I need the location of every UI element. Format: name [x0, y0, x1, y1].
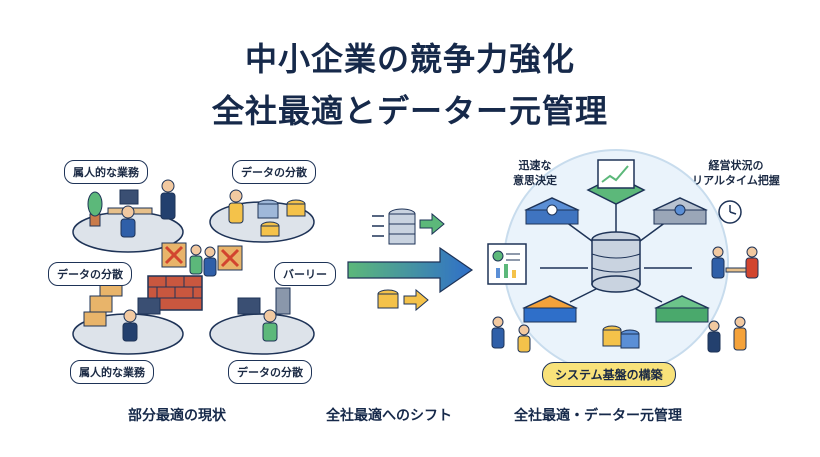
- report-icon: [487, 243, 527, 285]
- label-siloed-work-top: 属人的な業務: [64, 160, 148, 184]
- label-data-scattered-mid: データの分散: [48, 262, 132, 286]
- label-realtime-grasp-line1: 経営状況の: [708, 159, 764, 172]
- person-icon: [491, 316, 531, 353]
- barrier-icon: [161, 242, 243, 271]
- title-line-1: 中小企業の競争力強化: [244, 40, 575, 78]
- gear-module-icon: [524, 197, 580, 225]
- database-icon: [377, 289, 399, 309]
- plant-icon: [87, 191, 103, 227]
- caption-current-state: 部分最適の現状: [128, 408, 226, 424]
- label-data-scattered-top: データの分散: [232, 160, 316, 184]
- gear-module-icon: [652, 197, 708, 225]
- label-quick-decision-line2: 意思決定: [513, 174, 557, 187]
- person-icon: [262, 309, 278, 342]
- label-barrier: バーリー: [274, 262, 336, 286]
- computer-icon: [237, 287, 291, 315]
- big-arrow-icon: [347, 246, 474, 294]
- person-icon: [120, 179, 176, 238]
- label-quick-decision-line1: 迅速な: [518, 159, 552, 172]
- person-icon: [228, 189, 244, 224]
- module-icon: [522, 295, 578, 323]
- person-icon: [711, 246, 759, 279]
- label-realtime-grasp: 経営状況の リアルタイム把握: [676, 158, 796, 188]
- clock-icon: [718, 200, 742, 224]
- person-icon: [189, 244, 217, 277]
- island-bottom-right: [209, 313, 315, 355]
- arrow-icon: [372, 215, 384, 237]
- module-icon: [654, 295, 710, 323]
- arrow-icon: [419, 212, 445, 236]
- person-icon: [122, 297, 161, 342]
- label-siloed-work-bottom: 属人的な業務: [70, 360, 154, 384]
- central-database-icon: [591, 231, 641, 293]
- connector-lines: [540, 200, 692, 303]
- label-quick-decision: 迅速な 意思決定: [500, 158, 570, 188]
- coin-stack-icon: [602, 325, 640, 349]
- label-realtime-grasp-line2: リアルタイム把握: [692, 174, 780, 187]
- dashboard-icon: [586, 159, 646, 205]
- label-data-scattered-bottom: データの分散: [228, 360, 312, 384]
- database-icon: [257, 199, 306, 237]
- caption-target-state: 全社最適・データー元管理: [514, 408, 682, 424]
- arrow-icon: [403, 288, 429, 312]
- person-icon: [707, 316, 747, 353]
- title-line-2: 全社最適とデーター元管理: [211, 92, 608, 130]
- label-system-foundation: システム基盤の構築: [542, 362, 676, 387]
- caption-shift: 全社最適へのシフト: [326, 408, 452, 424]
- database-icon: [388, 208, 416, 245]
